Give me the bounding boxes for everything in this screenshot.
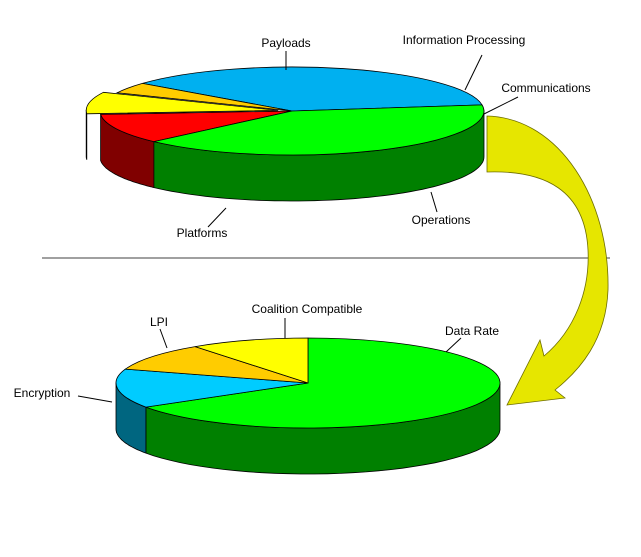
label-information-processing: Information Processing (403, 33, 526, 47)
leader-platforms (207, 207, 227, 228)
pie-slice-lpi (124, 346, 309, 384)
leader-data-rate (445, 337, 462, 353)
pie-chart-bottom (115, 337, 501, 475)
leader-information-processing (464, 54, 483, 91)
leader-encryption (77, 395, 113, 403)
label-data-rate: Data Rate (445, 324, 499, 338)
pie-slice-payloads (142, 66, 483, 112)
pie-slice-coalition-compatible (194, 337, 309, 384)
leader-lpi (159, 328, 168, 349)
pie-slice-information-processing (115, 82, 293, 112)
label-platforms: Platforms (177, 226, 228, 240)
pie-chart-top (85, 66, 485, 202)
pie-slice-platforms (153, 104, 485, 156)
pie-slice-data-rate (145, 337, 501, 429)
leader-lines (77, 51, 519, 403)
pie-slice-communications (85, 91, 279, 115)
label-operations: Operations (412, 213, 471, 227)
connector-arrow (486, 115, 609, 406)
label-lpi: LPI (150, 315, 168, 329)
label-coalition-compatible: Coalition Compatible (252, 302, 363, 316)
label-payloads: Payloads (261, 36, 310, 50)
pie-wall-communications (85, 109, 88, 160)
leader-operations (430, 191, 438, 213)
leader-communications (483, 96, 519, 115)
pie-slice-encryption (115, 368, 309, 408)
label-encryption: Encryption (14, 386, 71, 400)
pie-slice-operations (100, 110, 293, 143)
label-communications: Communications (501, 81, 590, 95)
